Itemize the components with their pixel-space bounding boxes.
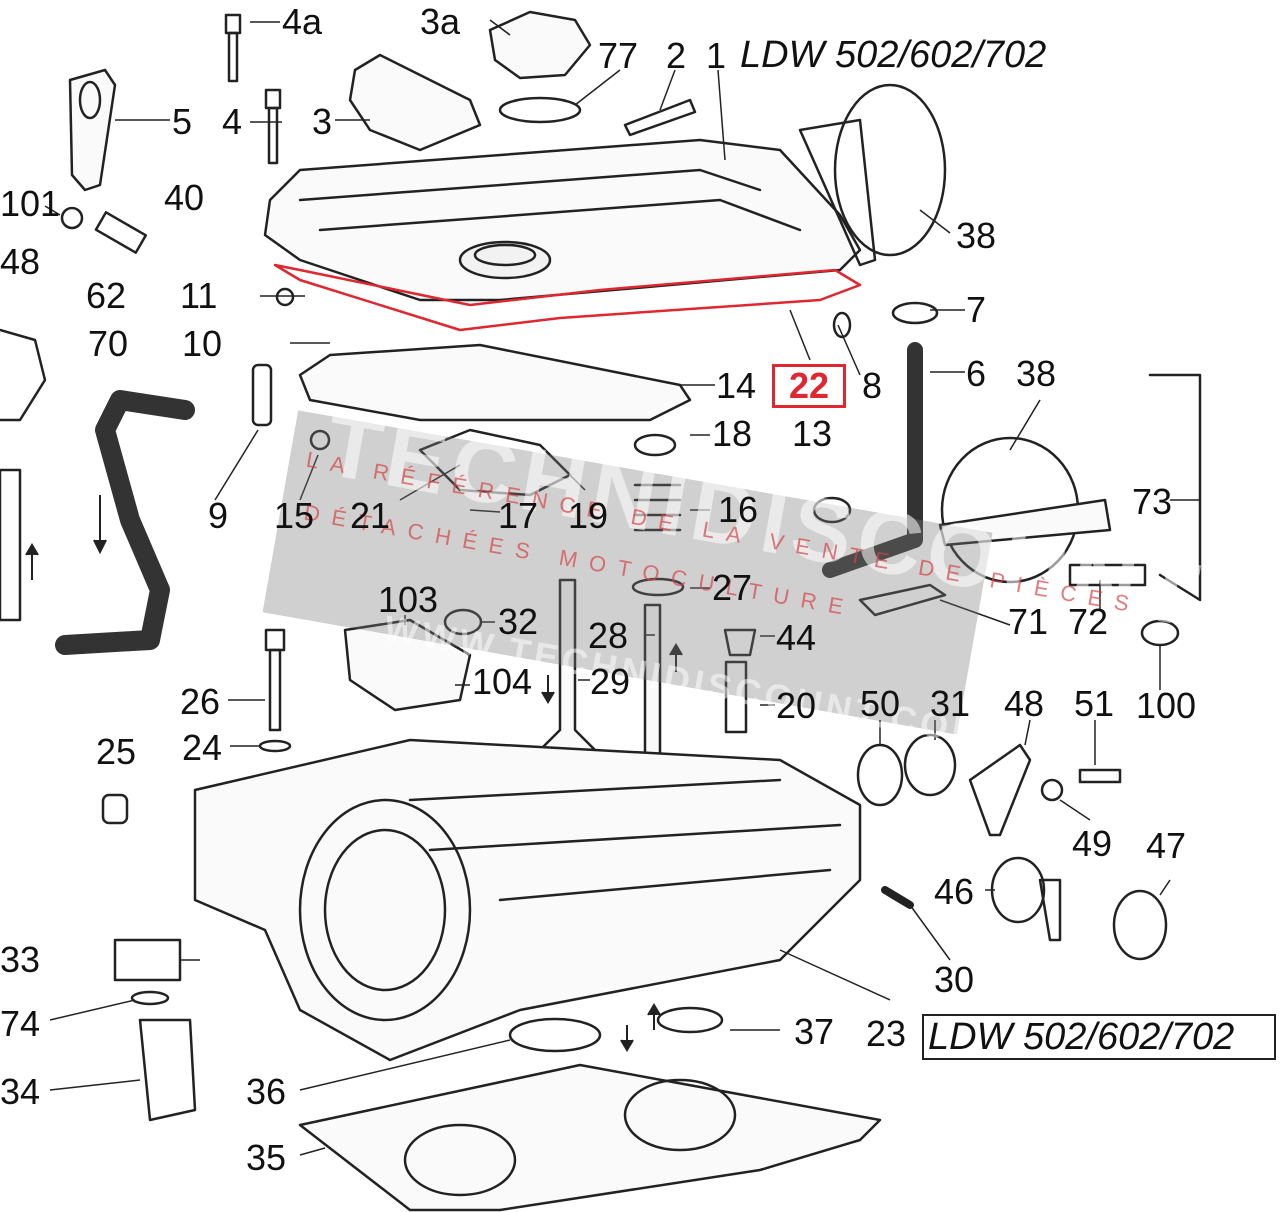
- part-label[interactable]: 77: [598, 35, 639, 76]
- screw-4a-shank: [227, 31, 239, 83]
- part-label[interactable]: 38: [1016, 353, 1057, 394]
- part-label[interactable]: 35: [246, 1137, 287, 1178]
- part-label[interactable]: 5: [172, 101, 193, 142]
- spring-16: [633, 483, 682, 532]
- part-label[interactable]: 38: [956, 215, 997, 256]
- model-label-top: LDW 502/602/702: [740, 34, 1047, 76]
- part-label[interactable]: 18: [712, 413, 753, 454]
- part-label[interactable]: 15: [274, 495, 315, 536]
- part-label[interactable]: 49: [1072, 823, 1113, 864]
- part-label[interactable]: 13: [792, 413, 833, 454]
- part-label[interactable]: 31: [930, 683, 971, 724]
- part-label[interactable]: 21: [350, 495, 391, 536]
- part-label[interactable]: 4a: [282, 1, 323, 42]
- part-label[interactable]: 24: [182, 727, 223, 768]
- model-label-bottom: LDW 502/602/702: [928, 1016, 1235, 1058]
- part-label[interactable]: 44: [776, 617, 817, 658]
- part-label[interactable]: 48: [1004, 683, 1045, 724]
- hose-6: [822, 342, 923, 578]
- oil-cap: [488, 10, 592, 80]
- breather-housing: [348, 53, 482, 152]
- pin: [623, 98, 697, 137]
- breather-pipe-disc: [833, 83, 947, 257]
- part-label[interactable]: 100: [1136, 685, 1197, 726]
- head-gasket: [298, 1063, 882, 1212]
- part-label[interactable]: 16: [718, 489, 759, 530]
- part-label[interactable]: 70: [88, 323, 129, 364]
- part-label[interactable]: 26: [180, 681, 221, 722]
- part-label[interactable]: 34: [0, 1071, 41, 1112]
- screw-4-shank: [267, 106, 279, 165]
- part-label[interactable]: 23: [866, 1013, 907, 1054]
- part-label[interactable]: 3: [312, 101, 333, 142]
- highlight-frame: [772, 364, 846, 408]
- part-label[interactable]: 104: [472, 661, 533, 702]
- retainer-18: [633, 433, 677, 457]
- part-label[interactable]: 37: [794, 1011, 835, 1052]
- part-label[interactable]: 19: [568, 495, 609, 536]
- clamp-7: [891, 301, 939, 325]
- model-label-box: [922, 1014, 1276, 1060]
- part-label[interactable]: 40: [164, 177, 205, 218]
- breather-plate: [298, 343, 692, 422]
- nut-25: [101, 793, 129, 825]
- valve-9: [251, 363, 273, 427]
- part-label[interactable]: 11: [180, 275, 218, 316]
- part-label[interactable]: 14: [716, 365, 757, 406]
- part-label[interactable]: 36: [246, 1071, 287, 1112]
- part-label[interactable]: 10: [182, 323, 223, 364]
- part-label[interactable]: 71: [1008, 601, 1049, 642]
- part-label[interactable]: 27: [712, 567, 753, 608]
- part-label[interactable]: 33: [0, 939, 41, 980]
- part-label[interactable]: 29: [590, 661, 631, 702]
- part-label[interactable]: 48: [0, 241, 41, 282]
- part-label[interactable]: 2: [666, 35, 687, 76]
- hose-70: [55, 390, 195, 655]
- part-label[interactable]: 51: [1074, 683, 1115, 724]
- lift-bracket: [68, 68, 117, 192]
- screw-4a-head: [224, 13, 242, 35]
- part-label[interactable]: 1: [706, 35, 727, 76]
- part-label[interactable]: 50: [860, 683, 901, 724]
- part-label[interactable]: 101: [0, 183, 61, 224]
- part-label[interactable]: 7: [966, 289, 987, 330]
- part-label[interactable]: 47: [1146, 825, 1187, 866]
- part-label[interactable]: 73: [1132, 481, 1173, 522]
- cap-seal: [498, 96, 582, 124]
- leader-lines: [44, 19, 1200, 1156]
- part-label[interactable]: 9: [208, 495, 229, 536]
- part-label[interactable]: 32: [498, 601, 539, 642]
- part-label[interactable]: 28: [588, 615, 629, 656]
- washer-27: [631, 577, 685, 597]
- part-label[interactable]: 3a: [420, 1, 461, 42]
- part-label[interactable]: 6: [966, 353, 987, 394]
- part-label[interactable]: 72: [1068, 601, 1109, 642]
- cylinder-head: [193, 738, 862, 1062]
- part-label[interactable]: 4: [222, 101, 243, 142]
- cover-gasket-highlight: [273, 263, 862, 332]
- part-label[interactable]: 17: [498, 495, 539, 536]
- part-label[interactable]: 46: [934, 871, 975, 912]
- part-label[interactable]: 30: [934, 959, 975, 1000]
- part-label[interactable]: 25: [96, 731, 137, 772]
- direction-arrows: [25, 495, 683, 1052]
- part-label[interactable]: 74: [0, 1003, 41, 1044]
- part-label[interactable]: 8: [862, 365, 883, 406]
- screw-4-head: [264, 88, 282, 110]
- head-bore: [298, 798, 472, 1022]
- part-label[interactable]: 20: [776, 685, 817, 726]
- valve-cover: [263, 138, 862, 302]
- part-label[interactable]: 62: [86, 275, 127, 316]
- part-22-label[interactable]: 22: [788, 365, 830, 406]
- part-label[interactable]: 103: [378, 579, 439, 620]
